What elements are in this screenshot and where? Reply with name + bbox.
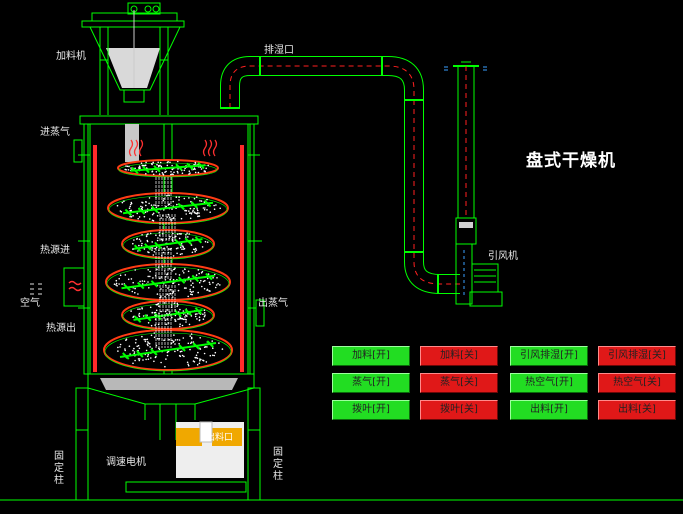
steam-off-button[interactable]: 蒸气[关] (420, 373, 498, 393)
heat-source-in-label: 热源进 (40, 245, 70, 256)
bottom-hopper-mesh (100, 378, 238, 390)
hot-air-on-button[interactable]: 热空气[开] (510, 373, 588, 393)
speed-motor-label: 调速电机 (106, 457, 146, 468)
heating-coil-icon (63, 267, 85, 307)
exhaust-duct (220, 56, 460, 294)
feeder-machine (81, 2, 185, 115)
steam-wave-icon (128, 139, 218, 157)
steam-out-label: 出蒸气 (258, 298, 288, 309)
steam-on-button[interactable]: 蒸气[开] (332, 373, 410, 393)
steam-in-label: 进蒸气 (40, 127, 70, 138)
speed-motor (176, 421, 244, 478)
fixed-column-right-label: 固定柱 (273, 447, 283, 482)
feeder-label: 加料机 (56, 51, 86, 62)
paddle-on-button[interactable]: 拨叶[开] (332, 400, 410, 420)
heating-jacket (93, 145, 244, 372)
induced-fan (455, 243, 503, 307)
discharge-off-button[interactable]: 出料[关] (598, 400, 676, 420)
heat-source-out-label: 热源出 (46, 323, 76, 334)
feed-on-button[interactable]: 加料[开] (332, 346, 410, 366)
exhaust-vapor-icon (444, 66, 487, 71)
drying-tray (121, 214, 215, 260)
paddle-off-button[interactable]: 拨叶[关] (420, 400, 498, 420)
dryer-vessel (73, 115, 265, 501)
exhaust-off-button[interactable]: 引风排湿[关] (598, 346, 676, 366)
discharge-on-button[interactable]: 出料[开] (510, 400, 588, 420)
air-label: 空气 (20, 298, 40, 309)
drying-tray (103, 314, 233, 372)
exhaust-port-label: 排湿口 (264, 45, 294, 56)
exhaust-on-button[interactable]: 引风排湿[开] (510, 346, 588, 366)
hot-air-off-button[interactable]: 热空气[关] (598, 373, 676, 393)
chimney-stack (453, 61, 479, 245)
feed-off-button[interactable]: 加料[关] (420, 346, 498, 366)
page-title: 盘式干燥机 (526, 151, 616, 171)
drying-tray (107, 177, 229, 225)
induced-fan-label: 引风机 (488, 251, 518, 262)
air-vent-icon (30, 283, 42, 295)
fixed-column-left-label: 固定柱 (54, 451, 64, 486)
tray-stack (103, 159, 233, 372)
drying-tray (117, 159, 219, 178)
discharge-port-label: 出料口 (206, 433, 234, 443)
